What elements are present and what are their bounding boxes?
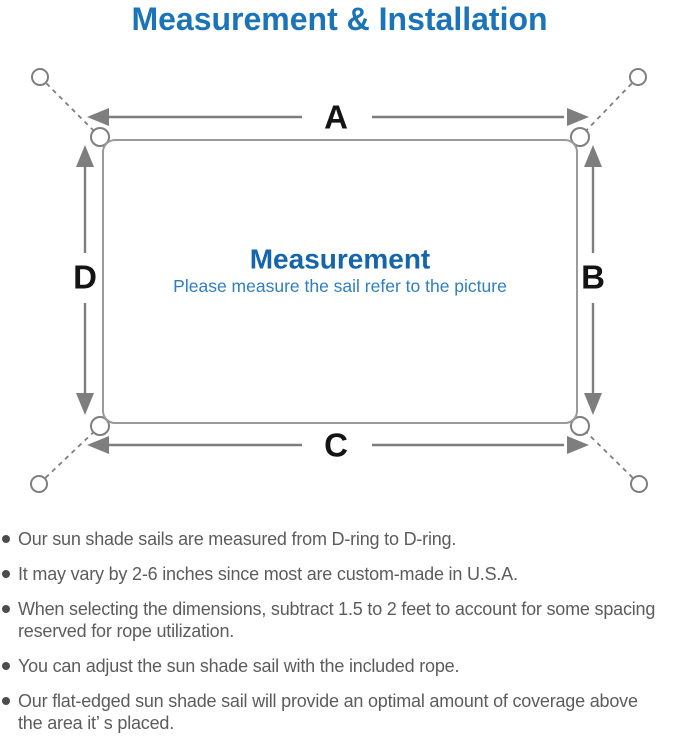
dimension-label-d: D — [73, 259, 97, 296]
note-line: the area it’ s placed. — [18, 713, 175, 733]
arrowhead-right-icon — [567, 108, 589, 126]
note-line: It may vary by 2-6 inches since most are… — [18, 564, 518, 584]
anchor-rope-bottom-right — [579, 425, 640, 485]
arrowhead-up-icon — [76, 145, 94, 167]
arrowhead-right-icon — [567, 436, 589, 454]
dimension-label-b: B — [581, 259, 605, 296]
dimension-label-a: A — [324, 99, 348, 136]
note-item: It may vary by 2-6 inches since most are… — [0, 563, 679, 585]
anchor-points — [30, 68, 648, 493]
anchor-rope-top-right — [579, 76, 639, 138]
note-item: You can adjust the sun shade sail with t… — [0, 655, 679, 677]
note-text: You can adjust the sun shade sail with t… — [18, 655, 679, 677]
arrowhead-down-icon — [584, 393, 602, 415]
d-ring-top-left-icon — [90, 127, 110, 147]
bullet-dot-icon — [2, 570, 10, 578]
anchor-ring-bottom-left-icon — [30, 475, 48, 493]
notes-list: Our sun shade sails are measured from D-… — [0, 528, 679, 734]
anchor-rope-bottom-left — [38, 425, 101, 485]
anchor-ring-top-right-icon — [629, 68, 647, 86]
d-ring-bottom-left-icon — [90, 416, 110, 436]
note-line: When selecting the dimensions, subtract … — [18, 599, 656, 619]
bullet-dot-icon — [2, 697, 10, 705]
note-line: reserved for rope utilization. — [18, 621, 235, 641]
d-ring-bottom-right-icon — [570, 416, 590, 436]
note-item: Our flat-edged sun shade sail will provi… — [0, 690, 679, 734]
note-text: When selecting the dimensions, subtract … — [18, 598, 679, 642]
note-line: Our flat-edged sun shade sail will provi… — [18, 691, 638, 711]
note-text: Our flat-edged sun shade sail will provi… — [18, 690, 679, 734]
note-text: It may vary by 2-6 inches since most are… — [18, 563, 679, 585]
note-item: When selecting the dimensions, subtract … — [0, 598, 679, 642]
sail-diagram-svg: A C D B — [30, 68, 648, 493]
arrowhead-down-icon — [76, 393, 94, 415]
d-ring-top-right-icon — [570, 127, 590, 147]
corner-d-rings — [90, 127, 590, 436]
note-line: You can adjust the sun shade sail with t… — [18, 656, 460, 676]
note-line: Our sun shade sails are measured from D-… — [18, 529, 457, 549]
anchor-rope-top-left — [39, 76, 101, 138]
bullet-dot-icon — [2, 662, 10, 670]
arrowhead-left-icon — [87, 436, 109, 454]
page-title: Measurement & Installation — [131, 1, 548, 37]
measurement-diagram: A C D B — [0, 55, 679, 515]
arrowhead-up-icon — [584, 145, 602, 167]
sail-outline — [102, 139, 578, 424]
note-item: Our sun shade sails are measured from D-… — [0, 528, 679, 550]
bullet-dot-icon — [2, 535, 10, 543]
note-text: Our sun shade sails are measured from D-… — [18, 528, 679, 550]
diagram-center-subtitle: Please measure the sail refer to the pic… — [173, 276, 507, 296]
dimension-label-c: C — [324, 427, 348, 464]
arrowhead-left-icon — [87, 108, 109, 126]
anchor-ring-top-left-icon — [31, 68, 49, 86]
anchor-ring-bottom-right-icon — [630, 475, 648, 493]
bullet-dot-icon — [2, 605, 10, 613]
diagram-center-title: Measurement — [250, 244, 431, 275]
